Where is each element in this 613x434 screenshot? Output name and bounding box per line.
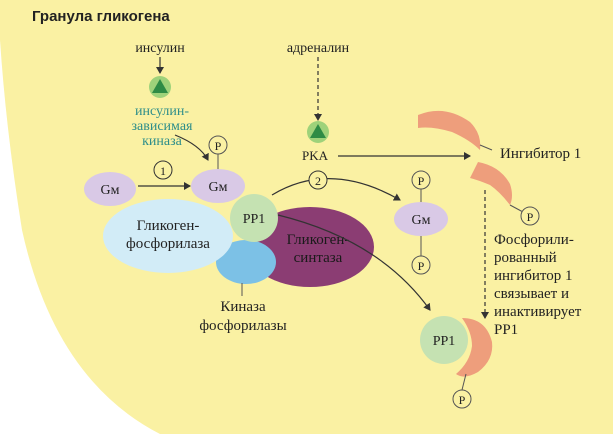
inhibitor-1-label: Ингибитор 1 — [500, 146, 581, 162]
gm-released — [394, 202, 448, 236]
phosphorylated-inhibitor — [470, 162, 512, 205]
note-line-4: связывает и — [494, 286, 569, 302]
glycogen-phosphorylase — [103, 199, 233, 273]
triangle-icon — [310, 124, 326, 138]
gm-bound — [191, 169, 245, 203]
pp1-free — [420, 316, 468, 364]
synthase-label-line2: синтаза — [294, 250, 343, 266]
step-1-badge — [153, 160, 173, 180]
phosphate-gm-center-label: P — [215, 139, 222, 153]
note-line-2: рованный — [494, 250, 557, 266]
synthase-label-line1: Гликоген- — [287, 232, 350, 248]
adrenaline-label: адреналин — [287, 41, 350, 56]
phosphate-inhibitor-label: P — [527, 210, 534, 224]
pp1-free-label: PP1 — [433, 334, 456, 349]
phosphate-gm-right-bottom-label: P — [418, 259, 425, 273]
phosphate-gm-right-top-label: P — [418, 174, 425, 188]
phosphorylase-kinase-label-line2: фосфорилазы — [199, 318, 286, 334]
phosphate-pp1 — [452, 389, 472, 409]
note-line-1: Фосфорили- — [494, 232, 574, 248]
gm-released-label: Gм — [412, 213, 431, 228]
pka-label: PKA — [302, 148, 329, 163]
pp1-release-arrow — [277, 214, 431, 311]
kinase-to-p-arrow — [174, 134, 209, 161]
insulin-label: инсулин — [135, 41, 185, 56]
step-1-number: 1 — [160, 164, 166, 178]
kinase-label-line1: инсулин- — [135, 104, 189, 119]
gm-free-label: Gм — [101, 183, 120, 198]
kinase-label-line2: зависимая — [132, 119, 194, 134]
diagram-title: Гранула гликогена — [32, 8, 170, 25]
phosphorylase-kinase — [216, 240, 276, 284]
phosphorylase-label-line2: фосфорилаза — [126, 236, 210, 252]
step-2-arrow — [271, 178, 401, 201]
step-2-badge — [308, 170, 328, 190]
phosphate-inhibitor-link — [509, 204, 524, 213]
phosphorylase-label-line1: Гликоген- — [137, 218, 200, 234]
phosphate-gm-right-bottom — [411, 255, 431, 275]
gm-bound-label: Gм — [209, 180, 228, 195]
note-line-3: ингибитор 1 — [494, 268, 573, 284]
phosphate-inhibitor — [520, 206, 540, 226]
inhibitor-1 — [418, 110, 481, 150]
pp1-bound — [230, 194, 278, 242]
pp1-bound-label: PP1 — [243, 212, 266, 227]
inhibitor-bound-to-pp1 — [456, 318, 493, 377]
phosphorylase-kinase-label-line1: Киназа — [220, 299, 266, 315]
step-2-number: 2 — [315, 174, 321, 188]
phosphate-pp1-label: P — [459, 393, 466, 407]
note-line-6: PP1 — [494, 322, 518, 338]
glycogen-synthase — [246, 207, 374, 287]
kinase-label-line3: киназа — [142, 134, 183, 149]
note-line-5: инактивирует — [494, 304, 582, 320]
phosphate-pp1-link — [461, 373, 467, 391]
inhibitor-pointer — [479, 144, 493, 151]
gm-free — [84, 172, 136, 206]
triangle-icon — [152, 79, 168, 93]
